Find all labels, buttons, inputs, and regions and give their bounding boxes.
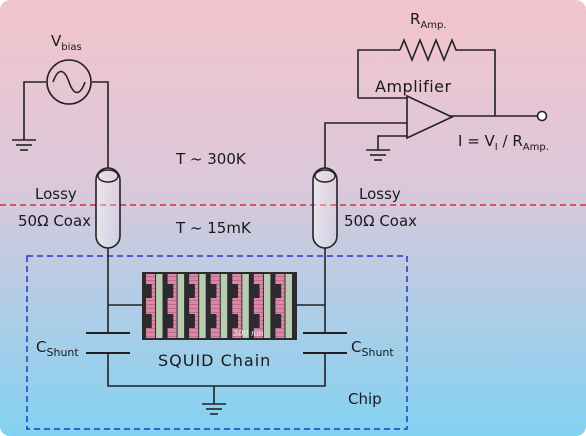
resistor-symbol [399, 37, 460, 63]
ground-amp-icon [366, 149, 390, 161]
lossy-left-label: Lossy [35, 185, 77, 203]
wires [23, 49, 538, 404]
ground-chip-icon [202, 403, 226, 415]
amplifier-symbol [406, 94, 454, 140]
capacitor-right-symbol [303, 332, 347, 354]
ac-source-symbol [46, 59, 92, 105]
temperature-cold-label: T ~ 15mK [175, 219, 252, 237]
chip-boundary-box [26, 255, 408, 430]
coax-left-symbol [95, 167, 121, 249]
vbias-label: Vbias [51, 32, 82, 53]
amplifier-label: Amplifier [375, 77, 452, 96]
capacitor-left-symbol [86, 332, 130, 354]
scale-bar-label: 300 nm [233, 329, 264, 338]
ground-left-icon [12, 139, 36, 151]
cshunt-left-label: CShunt [36, 338, 79, 359]
coax-right-symbol [312, 167, 338, 249]
lossy-right-label: Lossy [359, 185, 401, 203]
squid-chain-image: 300 nm [142, 272, 297, 340]
temperature-room-label: T ~ 300K [175, 150, 247, 168]
chip-label: Chip [348, 390, 382, 408]
output-terminal [536, 110, 548, 122]
coax-right-label: 50Ω Coax [344, 212, 417, 230]
current-formula-label: I = VI / RAmp. [458, 132, 549, 153]
ramp-label: RAmp. [410, 10, 447, 31]
cshunt-right-label: CShunt [351, 338, 394, 359]
squid-chain-label: SQUID Chain [158, 351, 271, 370]
coax-left-label: 50Ω Coax [18, 212, 91, 230]
